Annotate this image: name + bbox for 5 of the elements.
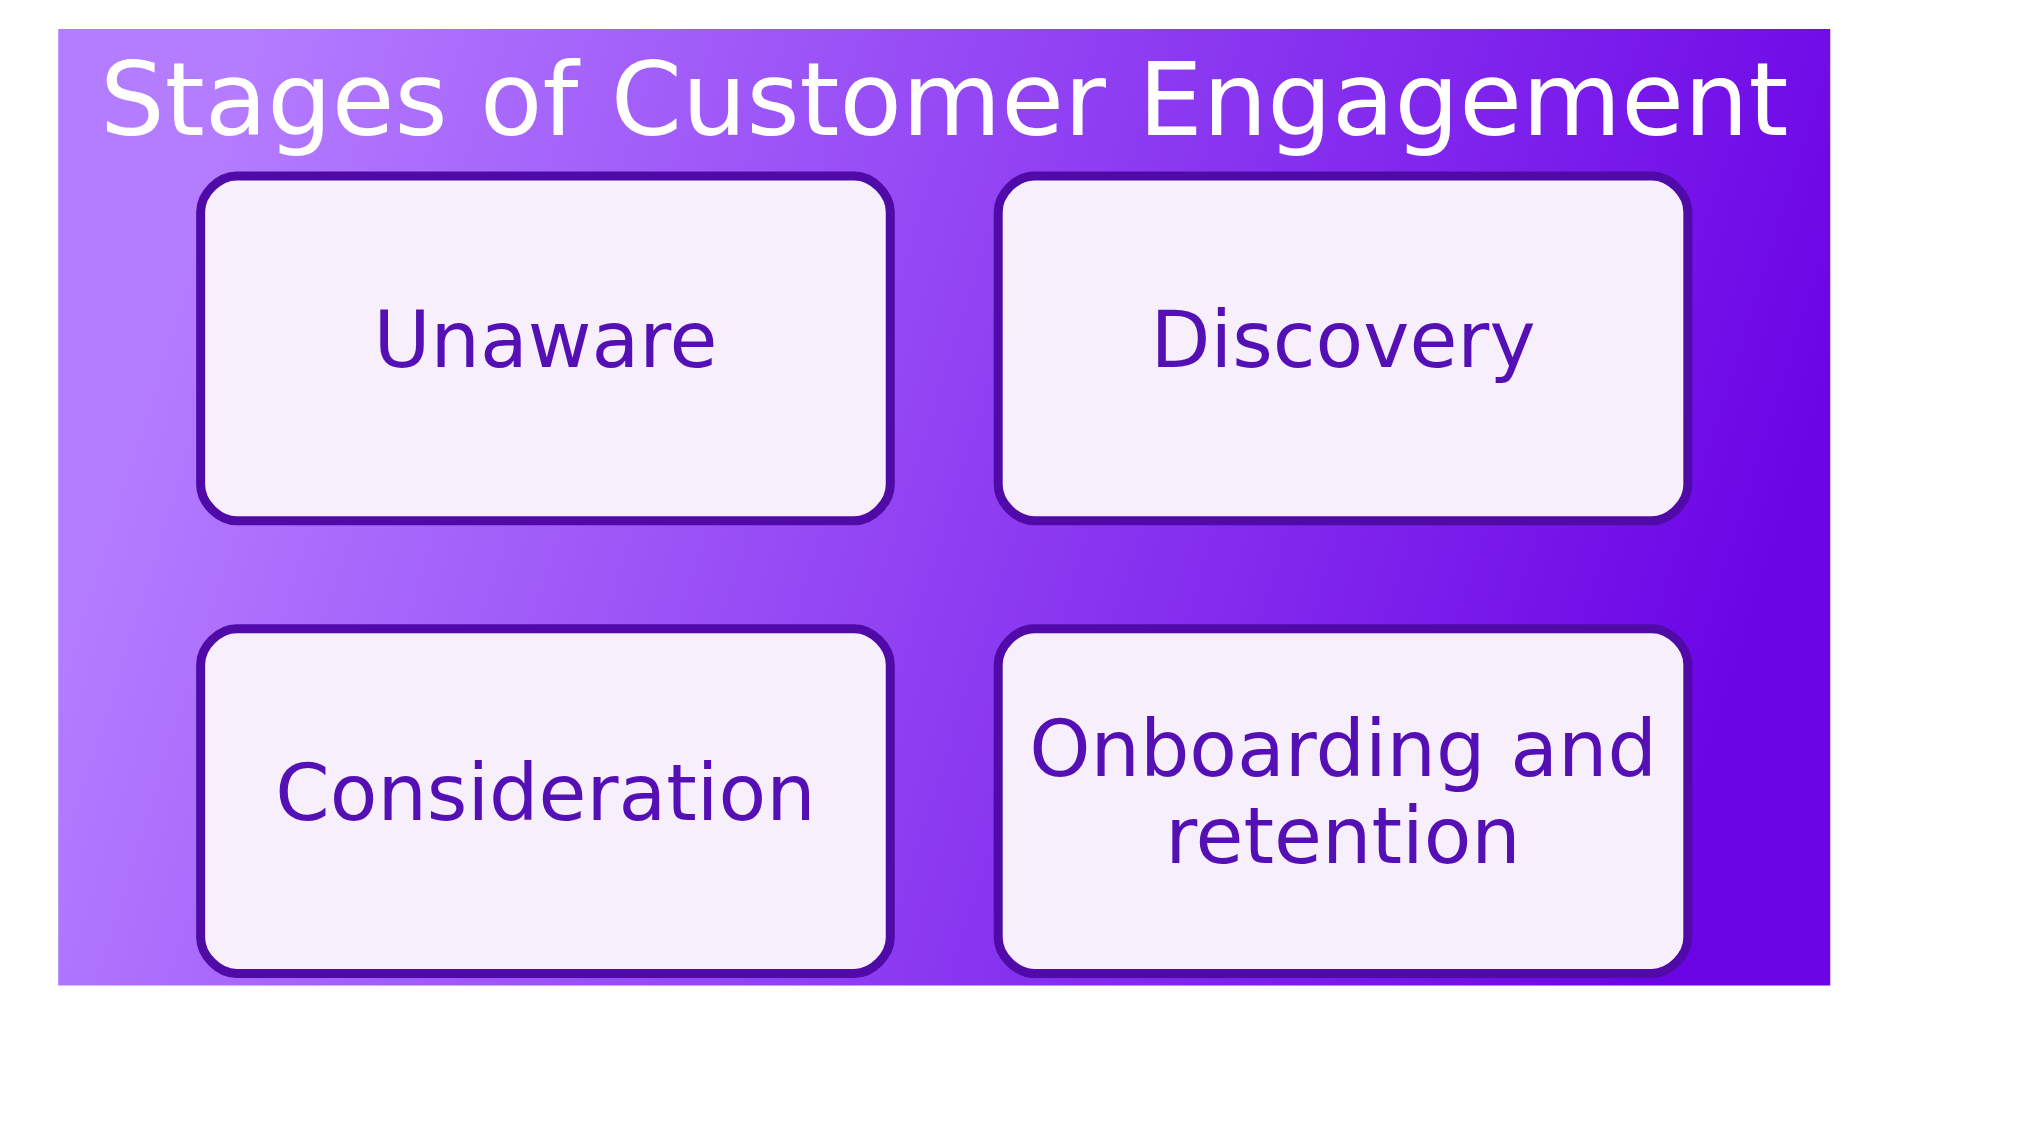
diagram-title: Stages of Customer Engagement — [99, 39, 1789, 159]
node-box: Onboarding and retention — [993, 624, 1693, 978]
node-box: Unaware — [196, 171, 895, 526]
node-box: Consideration — [196, 624, 895, 978]
node-box: Discovery — [993, 171, 1693, 526]
